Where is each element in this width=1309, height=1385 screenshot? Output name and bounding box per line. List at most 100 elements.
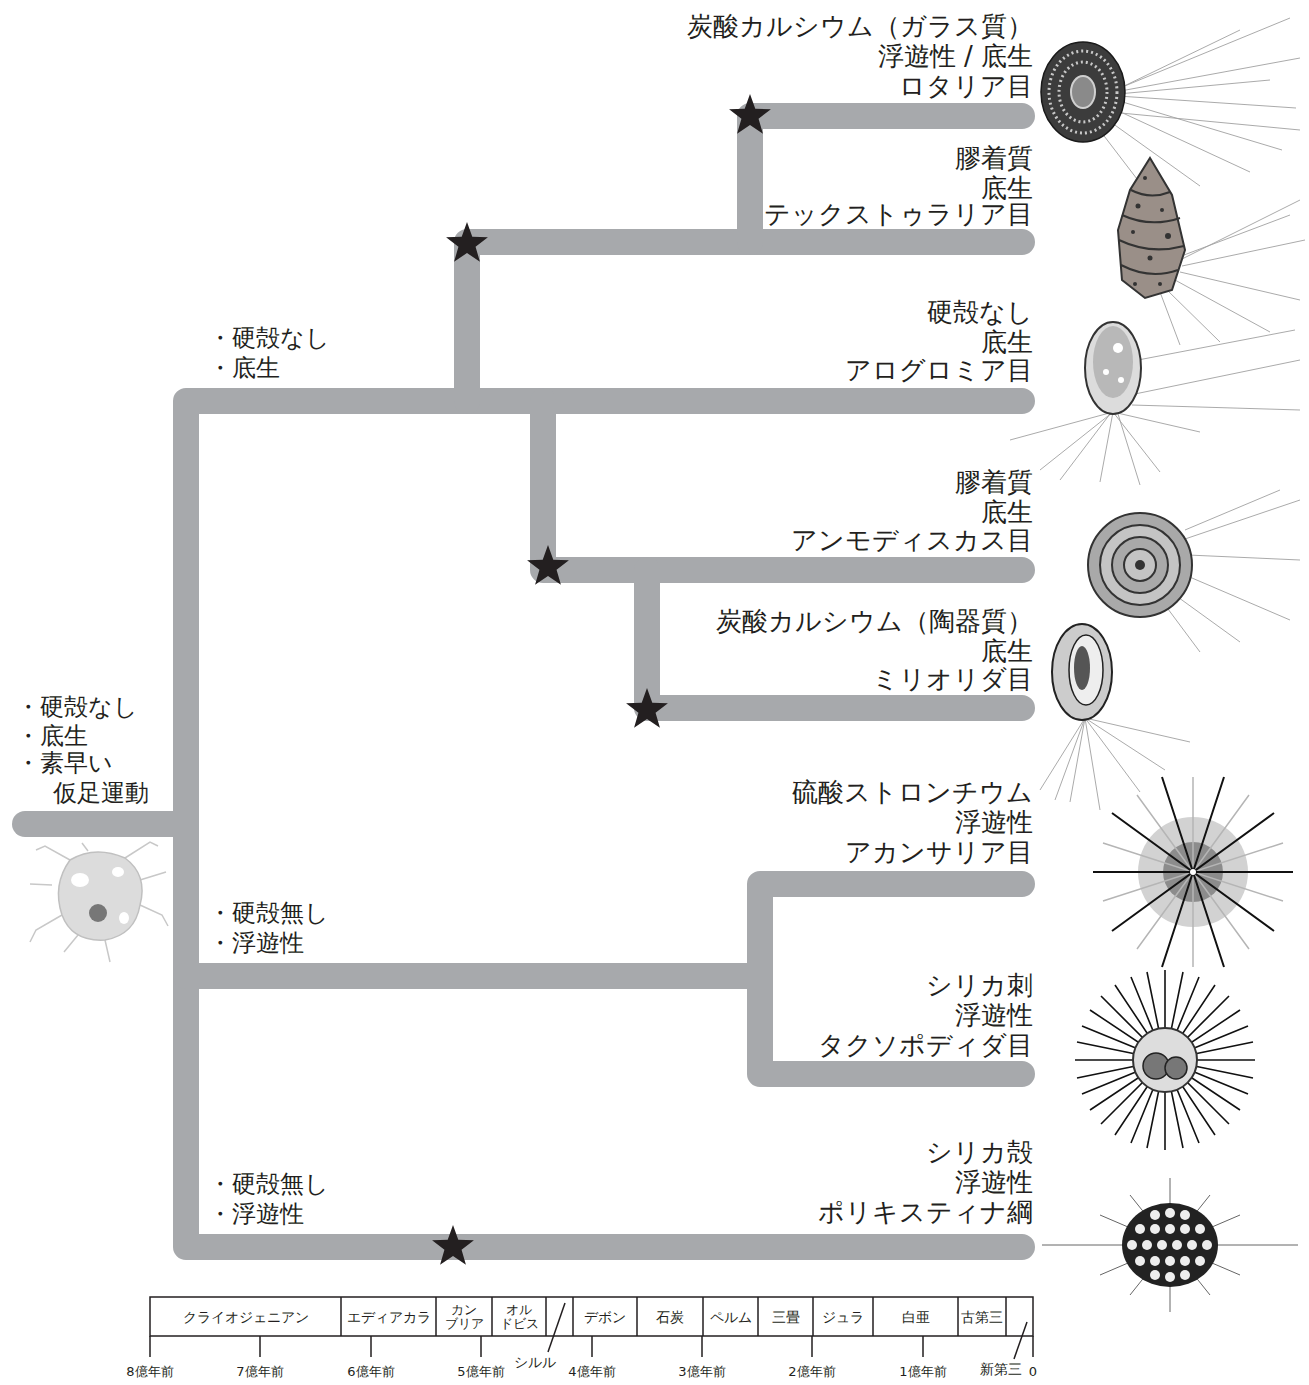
taxon-trait: シリカ殻 (926, 1139, 1033, 1165)
grain (1165, 233, 1171, 239)
branch-trait: ・硬殻なし (208, 326, 330, 350)
period-label: デボン (584, 1310, 626, 1324)
age-label: 8億年前 (126, 1365, 173, 1378)
pore (1157, 1240, 1167, 1250)
taxon-trait: 硬殻なし (927, 299, 1033, 325)
vacuole (1118, 377, 1124, 383)
taxon-trait: 炭酸カルシウム（陶器質） (716, 608, 1033, 634)
branch-trait: ・底生 (208, 356, 280, 380)
grain (1143, 176, 1147, 180)
rotaliid-figure (1041, 18, 1300, 196)
taxon-trait: 炭酸カルシウム（ガラス質） (687, 13, 1033, 39)
taxopodid-figure (1075, 970, 1255, 1150)
taxon-name: アログロミア目 (845, 357, 1033, 383)
chamber (1069, 635, 1103, 705)
grain (1158, 282, 1162, 286)
pore (1150, 1270, 1160, 1280)
pseudopod-lines (30, 842, 168, 962)
period-label: ジュラ (822, 1310, 864, 1324)
strontium-spines (1093, 777, 1293, 967)
age-label: 0 (1029, 1365, 1037, 1378)
nucleus (1165, 1057, 1187, 1079)
cytoplasm (1093, 326, 1133, 398)
star-marker (432, 1225, 474, 1265)
pore (1142, 1240, 1152, 1250)
branch (186, 963, 760, 989)
pore (1150, 1256, 1160, 1266)
chamber-ring (1049, 51, 1117, 133)
coil (1112, 537, 1168, 593)
test-shell (1118, 158, 1185, 298)
ammodiscid-figure (1088, 490, 1300, 652)
taxon-name: タクソポディダ目 (818, 1032, 1033, 1058)
star-marker (446, 222, 488, 262)
grain (1131, 230, 1135, 234)
pore (1187, 1240, 1197, 1250)
pore (1135, 1256, 1145, 1266)
pore (1195, 1256, 1205, 1266)
pore (1165, 1224, 1175, 1234)
taxon-trait: 膠着質 (955, 469, 1033, 495)
branch-trait: ・浮遊性 (208, 931, 304, 955)
star-markers (432, 94, 771, 1265)
pore (1150, 1224, 1160, 1234)
period-label: シルル (514, 1355, 556, 1369)
timescale (150, 1297, 1033, 1359)
pseudopod-lines (1010, 330, 1300, 485)
leader-slash (1014, 1322, 1027, 1359)
aperture (1074, 646, 1090, 690)
allogromiid-figure (1010, 322, 1300, 485)
pseudopods (30, 842, 168, 962)
taxon-name: テックストゥラリア目 (764, 201, 1033, 227)
period-label: 三畳 (772, 1310, 800, 1324)
pore (1165, 1208, 1175, 1218)
chamber-ring (1071, 76, 1095, 108)
shell-pores (1127, 1208, 1212, 1282)
taxon-name: アカンサリア目 (845, 839, 1033, 865)
grain (1148, 256, 1153, 261)
age-label: 6億年前 (347, 1365, 394, 1378)
pore (1180, 1270, 1190, 1280)
branch-trait: ・硬殻無し (208, 901, 329, 925)
chamber-sutures (1119, 190, 1184, 274)
acantharian-figure (1093, 777, 1293, 967)
pore (1127, 1240, 1137, 1250)
root-trait: ・素早い 仮足運動 (16, 748, 181, 808)
coil (1124, 549, 1156, 581)
period-label: 石炭 (656, 1310, 684, 1324)
grain (1160, 208, 1164, 212)
pore (1165, 1256, 1175, 1266)
taxon-trait: 膠着質 (955, 145, 1033, 171)
nucleus (89, 904, 107, 922)
taxon-trait: 浮遊性 (955, 809, 1033, 835)
star-marker (729, 94, 771, 134)
pore (1180, 1224, 1190, 1234)
root-branch (25, 811, 186, 837)
root-trait: ・硬殻なし (16, 695, 138, 719)
coil (1135, 560, 1145, 570)
period-label: エディアカラ (347, 1310, 431, 1324)
star-marker (527, 545, 569, 585)
vacuole (1103, 369, 1109, 375)
taxon-trait: 硫酸ストロンチウム (792, 779, 1033, 805)
pore (1180, 1210, 1190, 1220)
taxon-trait: 底生 (981, 329, 1033, 355)
taxon-name: ロタリア目 (899, 73, 1033, 99)
pseudopod-lines (1160, 200, 1305, 345)
taxon-trait: 底生 (981, 638, 1033, 664)
pore (1180, 1256, 1190, 1266)
age-label: 4億年前 (568, 1365, 615, 1378)
age-label: 7億年前 (236, 1365, 283, 1378)
taxon-name: アンモディスカス目 (791, 527, 1033, 553)
pore (1172, 1240, 1182, 1250)
silica-spines (1075, 970, 1255, 1150)
pore (1202, 1240, 1212, 1250)
taxon-trait: 底生 (981, 499, 1033, 525)
timescale-bar (150, 1297, 1033, 1336)
taxon-trait: 浮遊性 / 底生 (878, 43, 1033, 69)
vacuole (71, 873, 89, 887)
taxon-trait: 浮遊性 (955, 1002, 1033, 1028)
leader-slash (548, 1303, 565, 1352)
